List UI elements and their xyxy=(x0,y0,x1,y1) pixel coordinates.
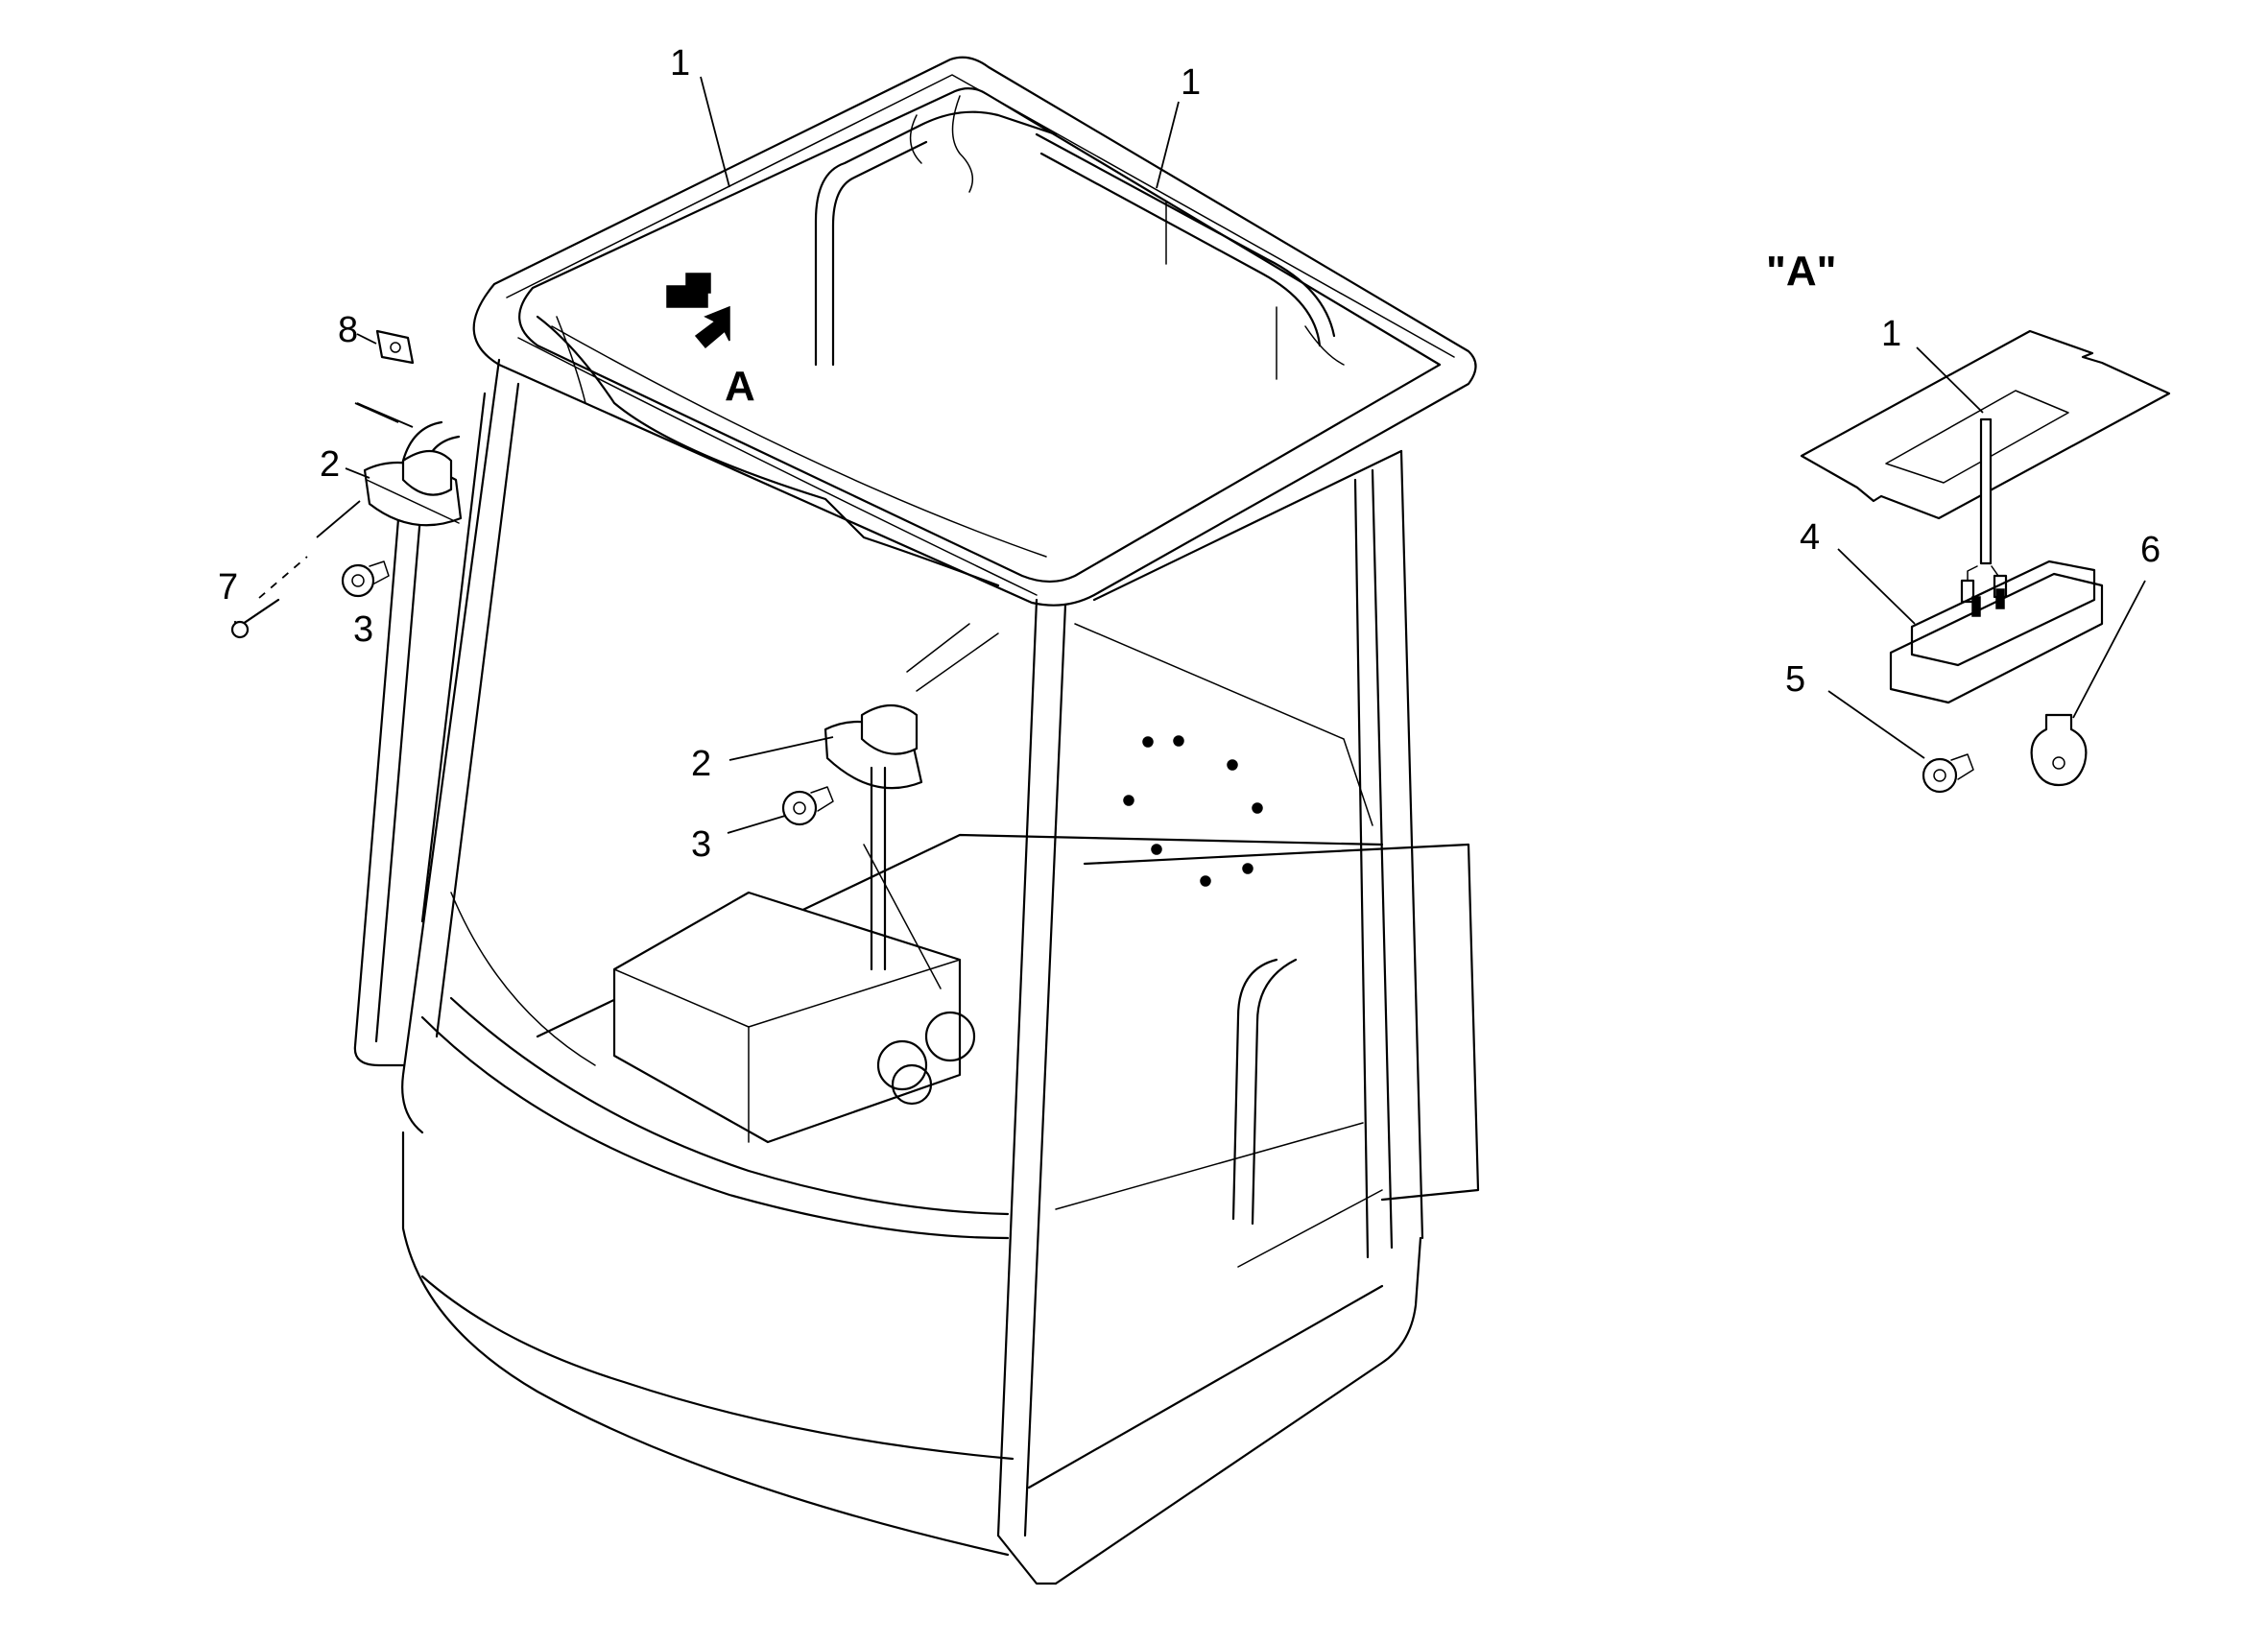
view-marker-a: A xyxy=(725,363,755,410)
leader-lines-center xyxy=(700,76,1180,834)
screw-part-7 xyxy=(230,598,280,639)
roof-lamp-marker xyxy=(666,273,730,349)
lamp-housing-part-2-center xyxy=(824,623,999,989)
bolt-hole-pattern xyxy=(1123,735,1263,887)
callout-1-top-left: 1 xyxy=(670,43,690,83)
bulb-part-3-left xyxy=(341,560,390,598)
leader-lines-left xyxy=(258,333,414,599)
wiring-harness xyxy=(536,95,1345,587)
callout-6-detail: 6 xyxy=(2140,530,2161,570)
callout-1-top-right: 1 xyxy=(1181,62,1201,103)
detail-view-a xyxy=(1800,329,2171,794)
bulb-part-3-center xyxy=(781,786,834,826)
callout-5-detail: 5 xyxy=(1785,659,1805,700)
cab-body xyxy=(353,358,1480,1585)
callout-3-center: 3 xyxy=(691,824,711,865)
detail-title: "A" xyxy=(1766,248,1837,295)
callout-2-center: 2 xyxy=(691,744,711,784)
callout-8: 8 xyxy=(338,310,358,350)
cab-roof-frame xyxy=(472,56,1477,607)
gasket-part-8 xyxy=(375,329,415,365)
callout-labels: 1 1 8 2 7 3 2 3 1 4 5 6 xyxy=(218,43,2161,865)
callout-7: 7 xyxy=(218,567,238,608)
callout-1-detail: 1 xyxy=(1881,314,1901,354)
lamp-housing-part-2-left xyxy=(363,449,463,527)
callout-4-detail: 4 xyxy=(1800,517,1820,558)
callout-2-left: 2 xyxy=(320,444,340,485)
callout-3-left: 3 xyxy=(353,609,373,650)
